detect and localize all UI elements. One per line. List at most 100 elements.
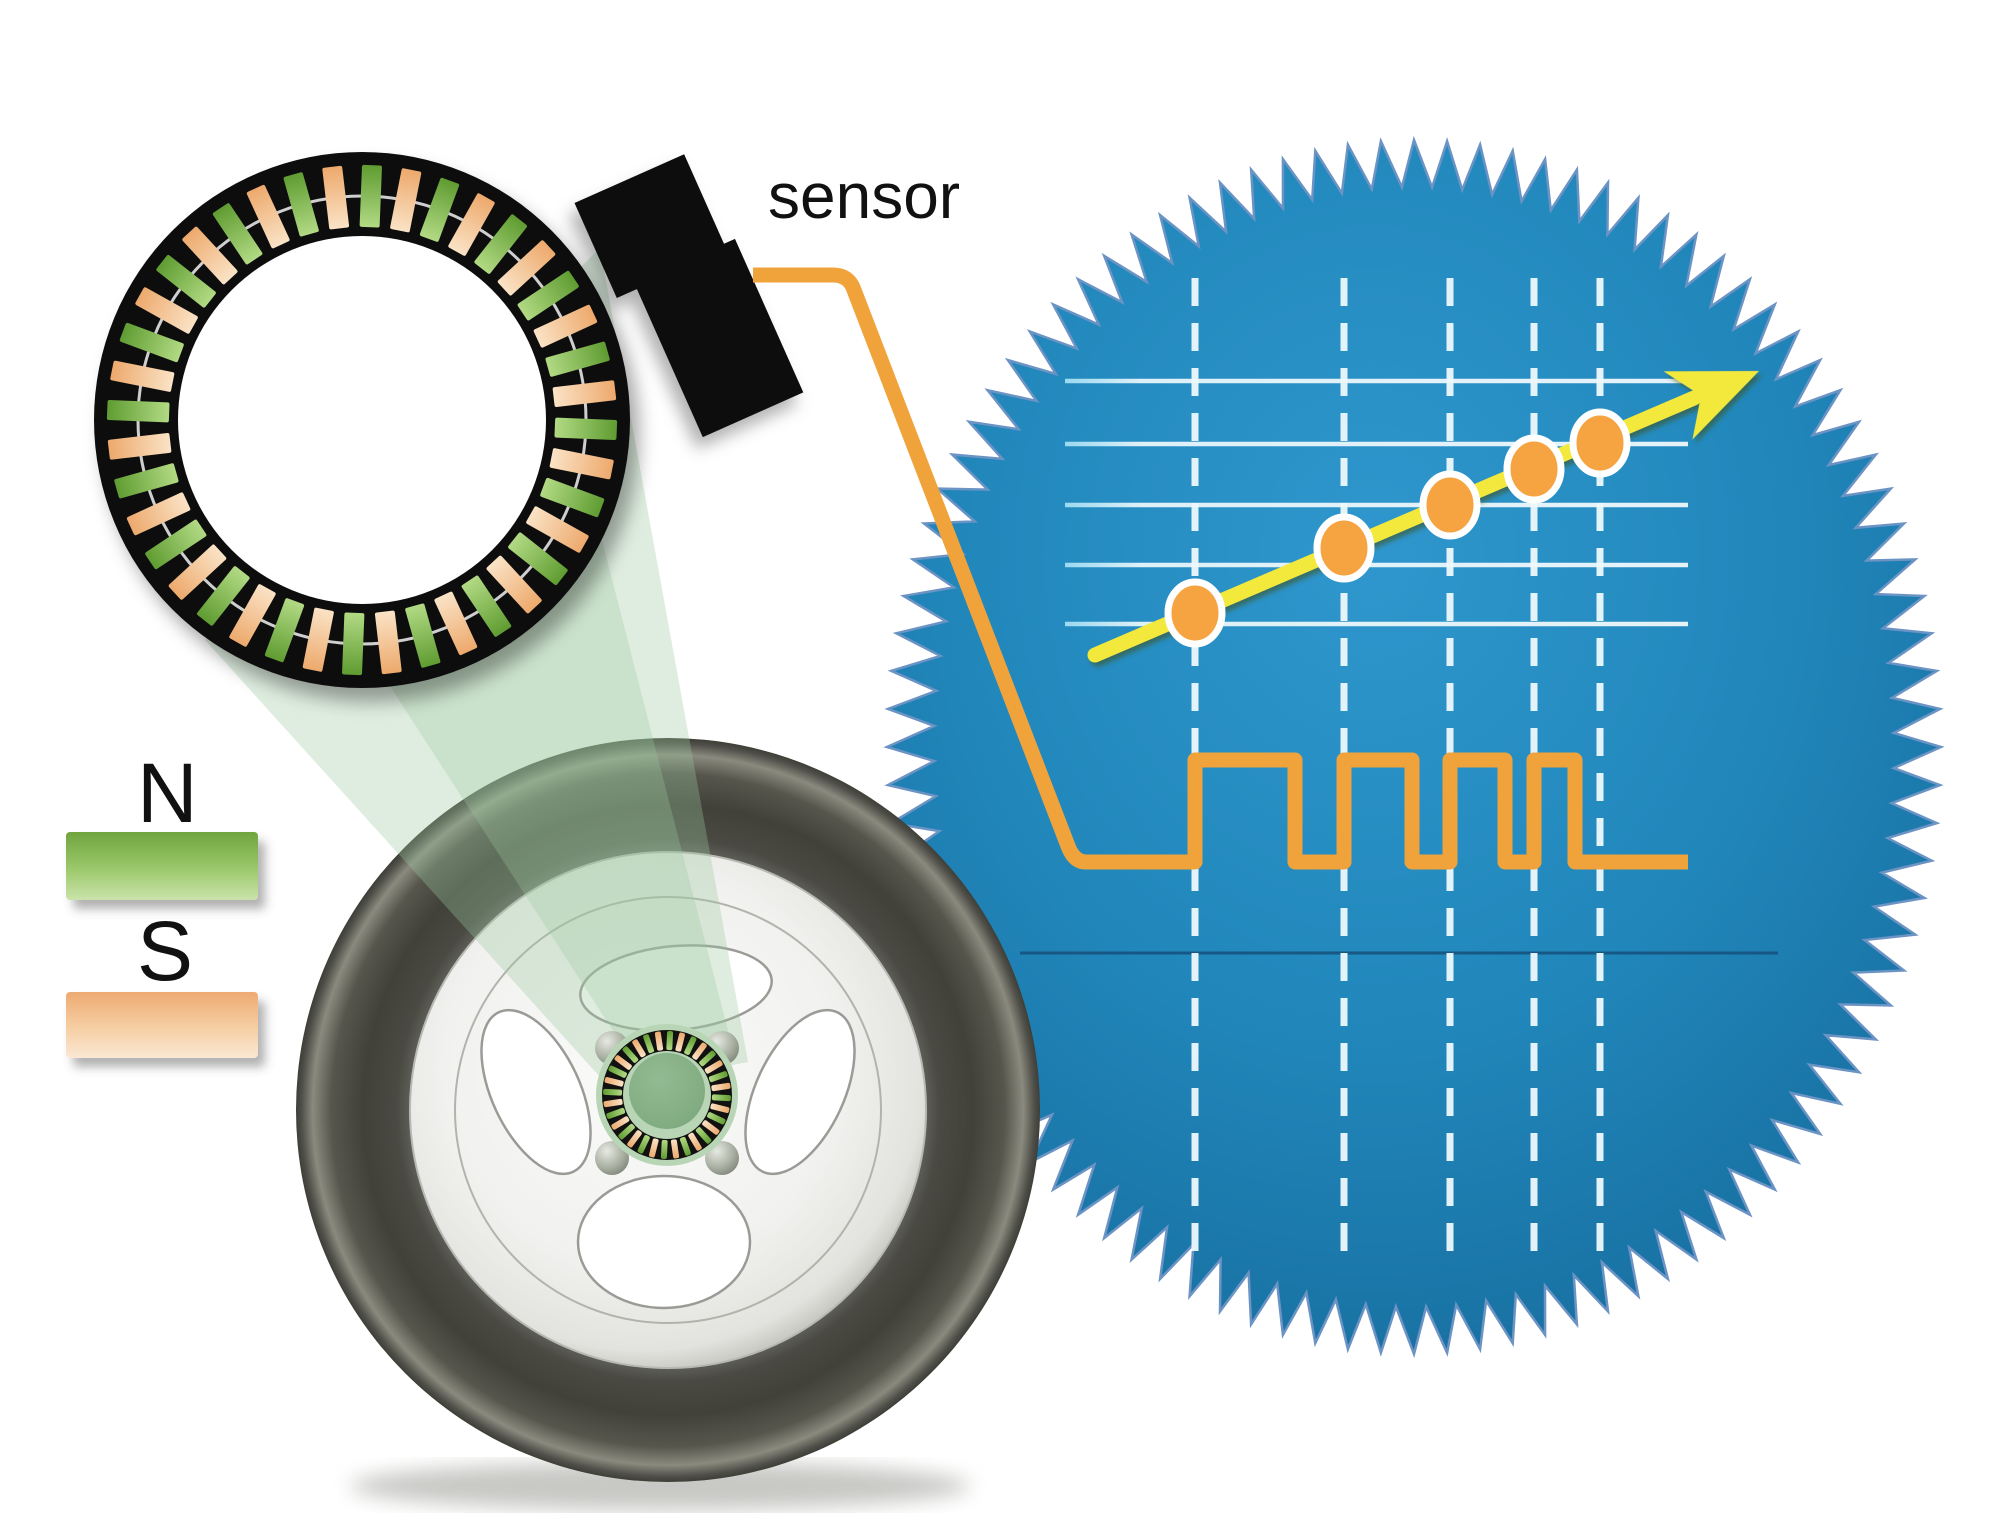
south-pole-segment bbox=[688, 1132, 702, 1151]
lug-nut bbox=[595, 1141, 629, 1175]
sample-dot bbox=[1503, 434, 1565, 504]
south-pole-segment bbox=[246, 184, 290, 249]
north-pole-segment bbox=[419, 177, 460, 242]
magnetic-encoder-ring bbox=[94, 152, 630, 688]
south-pole-segment bbox=[603, 1098, 623, 1108]
north-pole-segment bbox=[474, 214, 527, 274]
hub-center-cap bbox=[629, 1053, 705, 1129]
north-pole-segment bbox=[405, 603, 441, 668]
south-pole-segment bbox=[110, 360, 175, 392]
north-pole-segment bbox=[660, 1139, 668, 1159]
north-pole-segment bbox=[212, 203, 263, 265]
south-pole-segment bbox=[611, 1116, 630, 1130]
south-pole-segment bbox=[670, 1139, 680, 1159]
south-pole-segment bbox=[486, 555, 542, 614]
south-pole-segment bbox=[390, 168, 422, 233]
rim-spoke-cutouts bbox=[480, 944, 856, 1310]
hub-encoder-bearing bbox=[595, 1024, 739, 1175]
south-pole-segment bbox=[549, 448, 614, 480]
north-pole-segment bbox=[264, 598, 305, 663]
south-pole-segment bbox=[552, 380, 617, 408]
north-pole-segment bbox=[603, 1088, 623, 1096]
north-pole-segment bbox=[517, 270, 579, 321]
north-pole-segment bbox=[119, 322, 184, 363]
spoke-cutout-right bbox=[744, 1008, 856, 1176]
south-pole-segment bbox=[107, 432, 172, 460]
north-pole-segment bbox=[554, 417, 618, 440]
south-pole-segment bbox=[526, 506, 589, 553]
north-pole-segment bbox=[508, 532, 568, 585]
north-pole-segment bbox=[545, 341, 610, 377]
south-pole-segment bbox=[135, 287, 198, 334]
sample-dot bbox=[1313, 513, 1375, 583]
south-pole-segment bbox=[168, 544, 227, 600]
south-pole-segment bbox=[604, 1077, 624, 1087]
south-pole-segment bbox=[533, 304, 598, 348]
north-pole-segment bbox=[699, 1050, 716, 1067]
wheel-ground-shadow bbox=[350, 1462, 970, 1510]
south-pole-segment bbox=[654, 1031, 664, 1051]
lug-nut bbox=[705, 1141, 739, 1175]
south-pole-segment bbox=[448, 193, 495, 256]
north-pole-segment bbox=[622, 1046, 639, 1063]
north-pole-segment bbox=[114, 463, 179, 499]
north-pole-segment bbox=[637, 1135, 650, 1154]
south-pole-segment bbox=[182, 226, 238, 285]
north-pole-segment bbox=[283, 172, 319, 237]
north-pole-segment bbox=[711, 1094, 731, 1102]
north-pole-segment bbox=[708, 1071, 728, 1083]
speed-arrow-head bbox=[1663, 371, 1759, 440]
sample-dots bbox=[1164, 408, 1631, 648]
ring-hole bbox=[178, 236, 546, 604]
north-pole-segment bbox=[695, 1127, 712, 1144]
north-pole-segment bbox=[606, 1107, 626, 1119]
south-pole-segment bbox=[497, 240, 556, 296]
north-pole-segment bbox=[359, 164, 382, 228]
north-pole-segment bbox=[342, 612, 365, 676]
south-pole-segment bbox=[702, 1120, 720, 1135]
south-pole-segment bbox=[374, 610, 402, 675]
south-pole-segment bbox=[302, 607, 334, 672]
north-pole-segment bbox=[684, 1036, 697, 1055]
north-pole-segment bbox=[106, 400, 170, 423]
north-pole-swatch bbox=[66, 832, 258, 900]
spoke-cutout-bottom bbox=[576, 1174, 752, 1310]
north-pole-segment bbox=[461, 575, 512, 637]
north-pole-segment bbox=[156, 255, 216, 308]
south-pole-segment bbox=[704, 1060, 723, 1074]
south-pole-swatch bbox=[66, 992, 258, 1058]
sample-dot bbox=[1164, 578, 1226, 648]
pole-legend: N S bbox=[66, 746, 258, 1058]
south-pole-segment bbox=[675, 1032, 685, 1052]
north-pole-segment bbox=[707, 1112, 726, 1125]
north-pole-segment bbox=[666, 1031, 674, 1051]
south-pole-segment bbox=[434, 591, 478, 656]
south-pole-segment bbox=[322, 165, 350, 230]
north-pole-segment bbox=[618, 1123, 635, 1140]
south-pole-segment bbox=[711, 1082, 731, 1092]
north-pole-segment bbox=[145, 519, 207, 570]
south-pole-segment bbox=[710, 1103, 730, 1113]
sample-dot bbox=[1569, 408, 1631, 478]
south-pole-segment bbox=[632, 1039, 646, 1058]
south-pole-segment bbox=[627, 1130, 642, 1148]
south-pole-segment bbox=[229, 584, 276, 647]
north-pole-segment bbox=[608, 1065, 627, 1078]
south-pole-segment bbox=[126, 492, 191, 536]
sample-dot bbox=[1419, 470, 1481, 540]
south-pole-segment bbox=[649, 1138, 659, 1158]
north-pole-segment bbox=[197, 566, 250, 626]
sensor-body bbox=[574, 154, 804, 438]
sensor-label: sensor bbox=[768, 160, 960, 232]
north-pole-label: N bbox=[137, 746, 198, 840]
spoke-cutout-left bbox=[480, 1008, 592, 1176]
north-pole-segment bbox=[540, 477, 605, 518]
sensor-stem bbox=[634, 238, 804, 438]
south-pole-segment bbox=[614, 1055, 632, 1070]
signal-wire-and-pulse-train bbox=[753, 267, 1688, 870]
south-pole-segment bbox=[692, 1042, 707, 1060]
south-pole-label: S bbox=[137, 904, 193, 998]
rim-spoke-plate-edge bbox=[454, 896, 882, 1324]
